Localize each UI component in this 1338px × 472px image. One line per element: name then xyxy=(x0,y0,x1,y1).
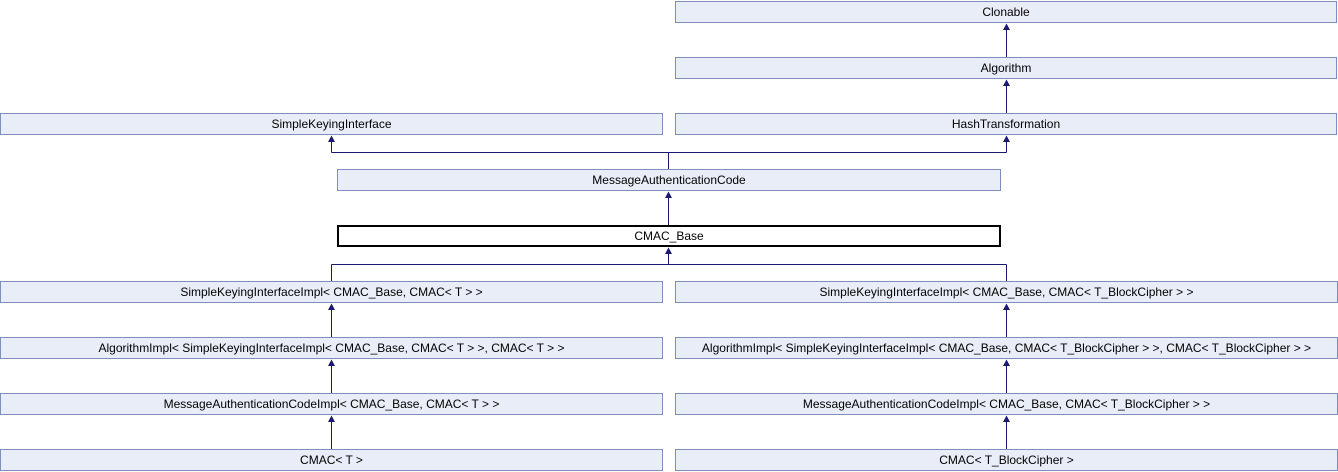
class-node-hash-transformation[interactable]: HashTransformation xyxy=(675,113,1337,135)
class-node-algorithm[interactable]: Algorithm xyxy=(675,57,1337,79)
class-node-cmac-blockcipher[interactable]: CMAC< T_BlockCipher > xyxy=(675,449,1338,471)
class-node-simple-keying-interface-impl-blockcipher[interactable]: SimpleKeyingInterfaceImpl< CMAC_Base, CM… xyxy=(675,281,1338,303)
class-node-message-authentication-code-impl-t[interactable]: MessageAuthenticationCodeImpl< CMAC_Base… xyxy=(0,393,663,415)
class-node-message-authentication-code-impl-blockcipher[interactable]: MessageAuthenticationCodeImpl< CMAC_Base… xyxy=(675,393,1338,415)
class-node-clonable[interactable]: Clonable xyxy=(675,1,1337,23)
class-node-cmac-t[interactable]: CMAC< T > xyxy=(0,449,663,471)
class-node-algorithm-impl-t[interactable]: AlgorithmImpl< SimpleKeyingInterfaceImpl… xyxy=(0,337,663,359)
class-node-algorithm-impl-blockcipher[interactable]: AlgorithmImpl< SimpleKeyingInterfaceImpl… xyxy=(675,337,1338,359)
class-node-simple-keying-interface-impl-t[interactable]: SimpleKeyingInterfaceImpl< CMAC_Base, CM… xyxy=(0,281,663,303)
class-node-simple-keying-interface[interactable]: SimpleKeyingInterface xyxy=(0,113,663,135)
class-node-cmac-base-current: CMAC_Base xyxy=(337,225,1001,247)
class-node-message-authentication-code[interactable]: MessageAuthenticationCode xyxy=(337,169,1001,191)
